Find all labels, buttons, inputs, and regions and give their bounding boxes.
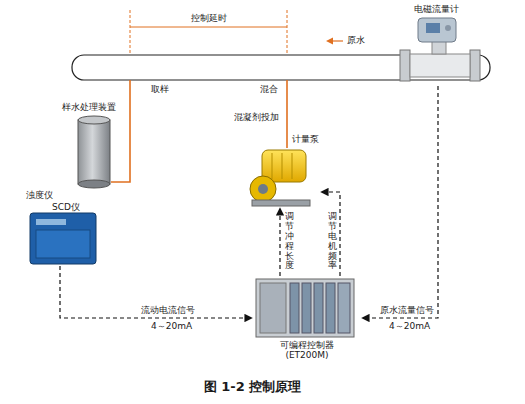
flowmeter: 电磁流量计 bbox=[398, 2, 484, 86]
signal-label: 原水流量信号 bbox=[379, 305, 435, 315]
signal-connector bbox=[362, 86, 438, 318]
node-title: 计量泵 bbox=[292, 134, 319, 144]
turbidity-meter: 浊度仪 SCD仪 bbox=[26, 190, 98, 266]
node-title: 样水处理装置 bbox=[62, 102, 116, 112]
mix-point: 混合 bbox=[259, 84, 279, 94]
signal-range: 4～20mA bbox=[388, 321, 431, 331]
sample-line bbox=[111, 80, 130, 182]
delay-mark bbox=[287, 10, 288, 55]
sample-tank: 样水处理装置 bbox=[58, 100, 130, 195]
node-title: 浊度仪 bbox=[26, 190, 53, 200]
signal-label: 调节冲程长度 bbox=[284, 212, 295, 271]
delay-mark bbox=[130, 10, 131, 55]
figure-caption: 图 1-2 控制原理 bbox=[0, 378, 505, 396]
signal-label: 流动电流信号 bbox=[140, 305, 196, 315]
turbidity-meter-picture bbox=[30, 213, 96, 264]
node-title: 电磁流量计 bbox=[414, 4, 459, 14]
flowmeter-picture bbox=[400, 18, 480, 81]
dosing-line bbox=[286, 80, 288, 148]
node-subtitle: SCD仪 bbox=[52, 202, 80, 212]
delay-label: 控制延时 bbox=[190, 13, 228, 23]
sample-point: 取样 bbox=[150, 84, 170, 94]
signal-connector bbox=[321, 192, 340, 276]
node-title: 可编程控制器 bbox=[252, 340, 362, 350]
water-pipe bbox=[72, 55, 490, 80]
inflow-label: 原水 bbox=[346, 35, 366, 45]
flow-arrow-head bbox=[326, 38, 333, 45]
sample-tank-picture bbox=[78, 116, 110, 188]
signal-connector bbox=[279, 208, 280, 276]
signal-connector bbox=[60, 266, 252, 318]
plc-controller: 可编程控制器(ET200M) bbox=[252, 276, 362, 358]
dosing-label: 混凝剂投加 bbox=[233, 112, 280, 122]
metering-pump-picture bbox=[250, 150, 310, 206]
delay-dimension bbox=[130, 27, 287, 28]
signal-label: 调节电机频率 bbox=[327, 212, 338, 271]
signal-range: 4～20mA bbox=[150, 321, 193, 331]
metering-pump: 计量泵 bbox=[248, 134, 321, 208]
plc-picture bbox=[256, 279, 354, 337]
node-subtitle: (ET200M) bbox=[252, 350, 362, 360]
